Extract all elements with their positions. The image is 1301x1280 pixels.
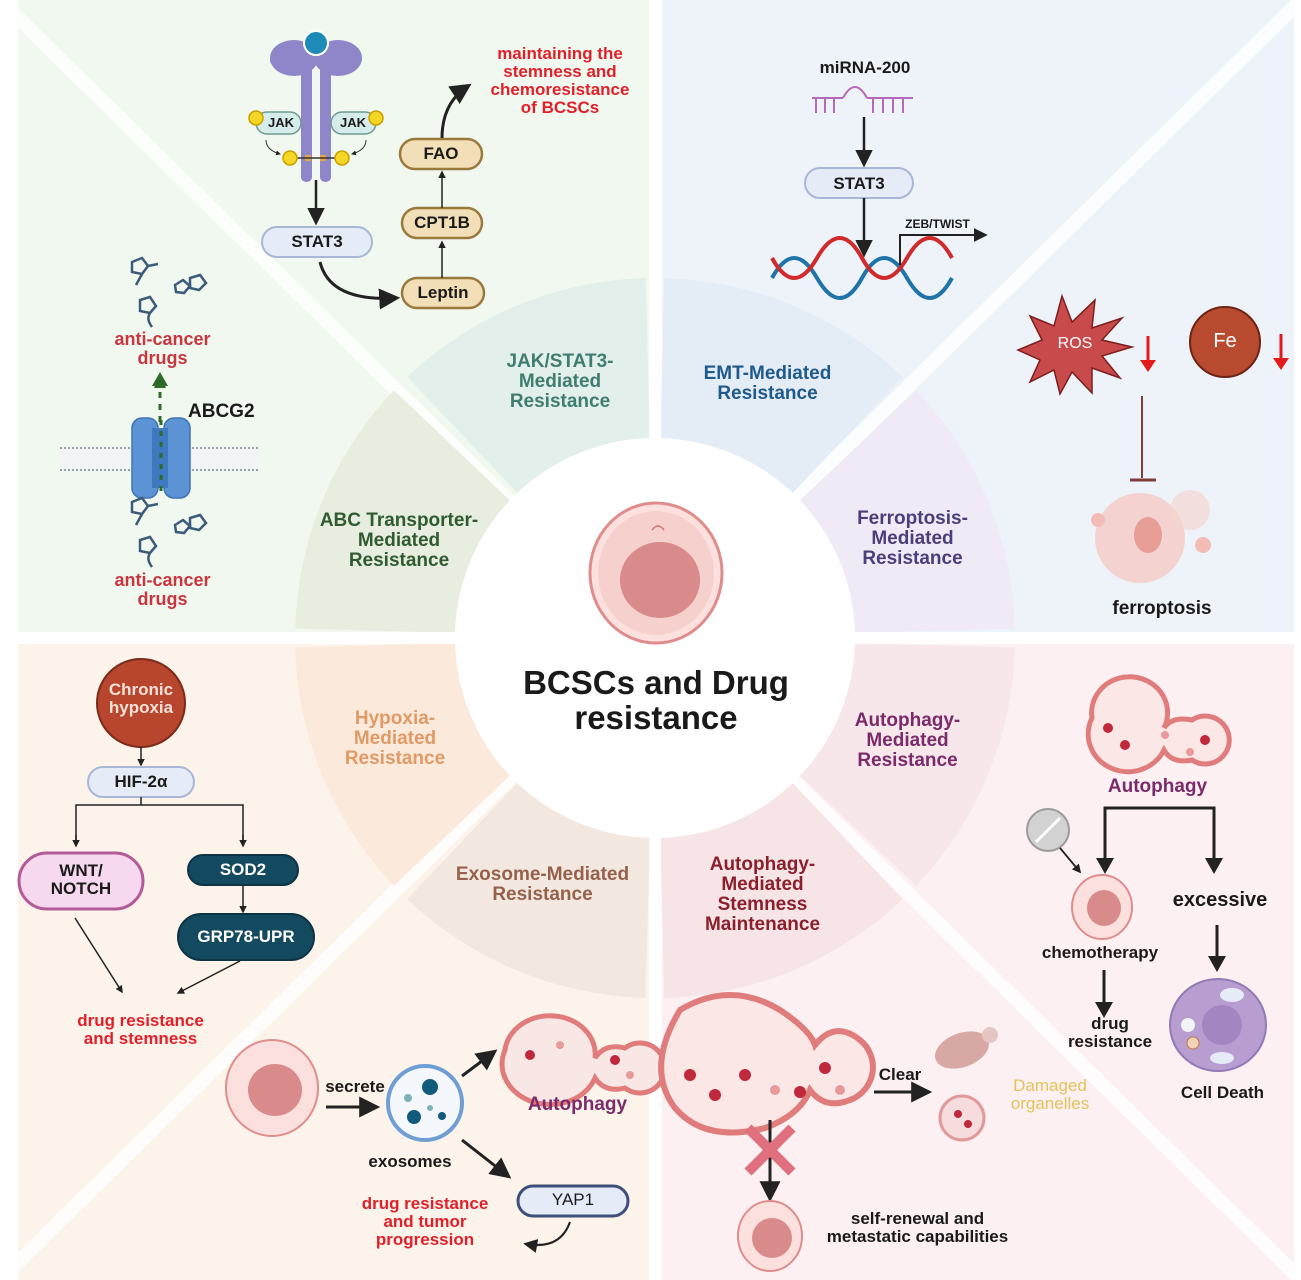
autophagosome-icon-large	[658, 992, 876, 1136]
chemotherapy-label: chemotherapy	[1041, 943, 1159, 962]
secrete-label: secrete	[325, 1077, 385, 1096]
jak-stat3-pathway	[248, 30, 486, 310]
abcg2-label: ABCG2	[188, 401, 255, 422]
grp78-upr-node	[177, 913, 315, 961]
mirna-label: miRNA-200	[819, 58, 911, 77]
fao-node	[398, 137, 484, 171]
exosome-outcome-text: drug resistance and tumor progression	[361, 1194, 489, 1249]
sector-label-autophagy-stemness: Autophagy- Mediated Stemness Maintenance	[704, 854, 821, 935]
hypoxia-pathway	[17, 658, 315, 994]
stat3-node	[261, 226, 373, 258]
title-line-1: BCSCs and Drug	[523, 664, 789, 701]
clear-label: Clear	[878, 1065, 922, 1084]
sector-ferro	[800, 390, 1015, 633]
bcsc-cell-icon	[588, 501, 724, 645]
abc-transporter-pathway	[60, 256, 260, 568]
yap1-label: YAP1	[551, 1190, 595, 1209]
stem-cell-icon	[737, 1200, 803, 1272]
sector-label-autophagy-resistance: Autophagy- Mediated Resistance	[854, 710, 961, 771]
exosome-pathway	[225, 1013, 668, 1253]
emt-pathway	[770, 86, 988, 300]
self-renewal-text: self-renewal and metastatic capabilities	[826, 1209, 1009, 1246]
drug-molecule-bottom-icon	[130, 496, 208, 568]
anti-cancer-drugs-top: anti-cancer drugs	[114, 329, 211, 368]
pill-icon	[1026, 808, 1070, 852]
sector-label-ferroptosis: Ferroptosis- Mediated Resistance	[857, 508, 968, 569]
sector-abc	[295, 390, 510, 633]
exosomes-label: exosomes	[368, 1152, 452, 1171]
jak-right-icon	[330, 110, 384, 135]
fe-label: Fe	[1213, 330, 1237, 352]
exosome-vesicle-icon	[386, 1064, 464, 1142]
receptor-icon	[270, 30, 362, 182]
anti-cancer-drugs-bottom: anti-cancer drugs	[114, 570, 211, 609]
autophagosome-icon-top	[1085, 674, 1232, 775]
sector-emt	[660, 278, 903, 493]
sector-autores	[800, 643, 1015, 886]
blocked-x-icon	[744, 1124, 796, 1176]
sector-autostem	[660, 783, 903, 998]
yap1-node	[516, 1184, 630, 1218]
emt-stat3-label: STAT3	[833, 174, 885, 193]
ferroptosis-label: ferroptosis	[1112, 598, 1212, 619]
stat3-label: STAT3	[291, 232, 343, 251]
leptin-node	[400, 276, 486, 310]
fao-label: FAO	[423, 144, 459, 163]
sector-label-exosome: Exosome-Mediated Resistance	[455, 864, 630, 905]
sector-hyp	[295, 643, 510, 886]
autophagy-resistance-pathway	[1026, 674, 1267, 1072]
jak-outcome-text: maintaining the stemness and chemoresist…	[490, 44, 630, 117]
cpt1b-label: CPT1B	[414, 213, 470, 232]
sector-label-hypoxia: Hypoxia- Mediated Resistance	[344, 708, 446, 769]
mirna-icon	[812, 86, 913, 113]
ferroptosis-pathway	[1016, 293, 1289, 583]
sector-jak	[407, 278, 650, 493]
dying-cell-icon	[1169, 978, 1267, 1072]
sector-label-emt: EMT-Mediated Resistance	[703, 363, 832, 404]
damaged-mitochondria-icon	[935, 1027, 998, 1069]
drug-molecule-top-icon	[130, 256, 208, 328]
cell-death-label: Cell Death	[1180, 1083, 1265, 1102]
sector-label-jak-stat3: JAK/STAT3- Mediated Resistance	[506, 351, 614, 412]
sod2-label: SOD2	[219, 860, 267, 879]
damaged-organelles-label: Damaged organelles	[1010, 1076, 1090, 1113]
chronic-hypoxia-label: Chronic hypoxia	[108, 680, 174, 717]
title-line-2: resistance	[574, 698, 738, 736]
emt-stat3-node	[804, 167, 914, 199]
autophagy-stemness-pathway	[658, 992, 998, 1272]
drug-resistance-label: drug resistance	[1067, 1014, 1153, 1051]
zeb-twist-label: ZEB/TWIST	[905, 217, 970, 231]
excessive-label: excessive	[1172, 889, 1268, 911]
grp78-upr-label: GRP78-UPR	[197, 927, 295, 946]
jak-right-label: JAK	[339, 115, 366, 130]
page-title: BCSCs and Drug resistance	[478, 664, 834, 736]
wnt-notch-node	[17, 851, 145, 911]
exosome-autophagy-label: Autophagy	[527, 1094, 628, 1115]
sector-exo	[407, 783, 650, 998]
ros-burst-icon	[1016, 293, 1135, 397]
chemo-cell-icon	[1071, 874, 1133, 940]
sector-label-abc-transporter: ABC Transporter- Mediated Resistance	[319, 510, 479, 571]
ros-label: ROS	[1057, 335, 1093, 352]
fe-icon	[1189, 306, 1261, 378]
wnt-notch-label: WNT/ NOTCH	[50, 861, 112, 898]
cancer-cell-icon	[225, 1039, 319, 1137]
dna-icon	[770, 236, 954, 300]
ferroptotic-cell-icon	[1091, 490, 1211, 583]
jak-left-label: JAK	[267, 115, 294, 130]
autophagy-label: Autophagy	[1107, 776, 1208, 797]
hif2a-label: HIF-2α	[114, 772, 168, 791]
leptin-label: Leptin	[417, 283, 469, 302]
jak-left-icon	[248, 110, 302, 135]
damaged-lysosome-icon	[938, 1094, 986, 1142]
hypoxia-outcome-text: drug resistance and stemness	[77, 1011, 204, 1048]
